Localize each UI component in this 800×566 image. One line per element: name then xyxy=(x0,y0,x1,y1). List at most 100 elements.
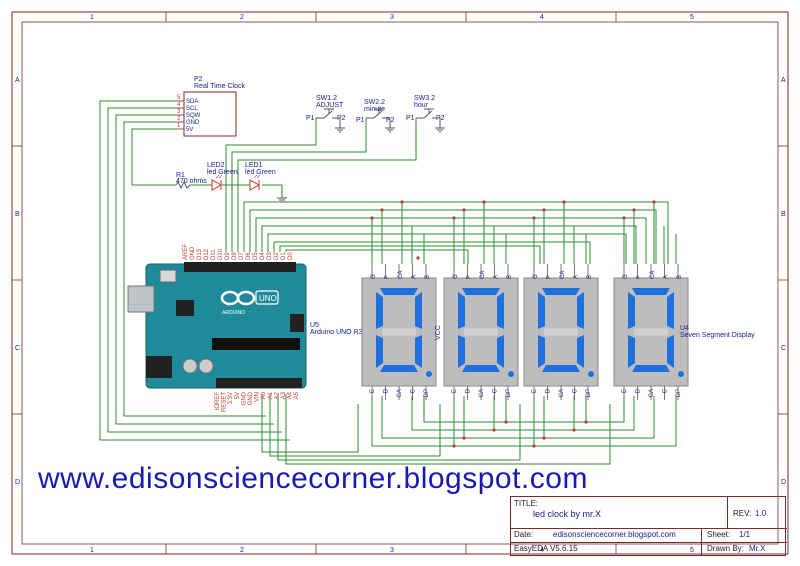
segment-a xyxy=(632,288,670,295)
drawn-value: Mr.X xyxy=(749,544,766,553)
arduino-pin-label: 5V xyxy=(235,392,241,399)
junctions xyxy=(370,200,656,448)
switch-pin-label: P2 xyxy=(337,115,346,122)
title-label: TITLE: xyxy=(514,499,539,508)
segment-e xyxy=(538,335,545,368)
rtc-ref: P2 xyxy=(194,76,203,83)
display-pin-label: CA xyxy=(650,271,656,279)
sheet-border-inner xyxy=(21,21,779,545)
reset-button xyxy=(159,269,177,283)
usb-port xyxy=(127,285,155,313)
display-pin-label: G xyxy=(453,274,459,279)
switch-sw3[interactable]: SW3.2 hour P1 P2 xyxy=(406,95,445,133)
display-pin-label: CA xyxy=(398,271,404,279)
rtc-pin-num: 4 xyxy=(177,102,181,108)
display-pin-label: B xyxy=(587,275,593,279)
switch-sw2[interactable]: SW2.2 minute P1 P2 xyxy=(356,99,395,133)
display-pin-label: CA xyxy=(649,389,655,397)
ground-icon xyxy=(385,127,395,133)
col-label: 1 xyxy=(90,14,94,21)
power-jack xyxy=(146,356,172,378)
arduino-pin-label: IOREF xyxy=(215,392,221,411)
row-label: C xyxy=(15,345,20,352)
segment-g xyxy=(544,328,578,336)
arduino-pin-label: D9 xyxy=(225,252,231,260)
segment-b xyxy=(497,292,504,329)
display-pin-label: C xyxy=(663,388,669,393)
arduino-pin-label: AREF xyxy=(183,244,189,260)
row-label: B xyxy=(15,211,20,218)
segment-g xyxy=(382,328,416,336)
segment-a xyxy=(542,288,580,295)
segment-e xyxy=(458,335,465,368)
segment-d xyxy=(462,365,500,372)
arduino-pin-label: A3 xyxy=(281,391,287,399)
rtc-module[interactable]: P2 Real Time Clock 5 SDA 4 SCL 3 SQW 2 G… xyxy=(176,76,245,137)
display-pin-label: A xyxy=(494,275,500,279)
display-pin-label: G xyxy=(371,274,377,279)
wires xyxy=(99,100,677,465)
rtc-pin-name: SDA xyxy=(186,99,198,105)
switch-pin-label: P1 xyxy=(306,115,315,122)
tool-name: EasyEDA V5.6.15 xyxy=(514,544,578,553)
led2[interactable]: LED2 led Green xyxy=(207,162,238,191)
website-banner: www.edisonsciencecorner.blogspot.com xyxy=(38,462,588,495)
segment-e xyxy=(376,335,383,368)
display-pin-label: F xyxy=(547,275,553,279)
led-name: led Green xyxy=(245,169,276,176)
arduino-pin-label: D11 xyxy=(211,249,217,260)
arduino-pin-label: VIN xyxy=(255,392,261,402)
arduino-pin-label: 3.3V xyxy=(228,392,234,404)
arduino-pin-label: D13 xyxy=(197,248,203,260)
display-vcc-label: VCC xyxy=(435,325,442,340)
display-pin-label: D xyxy=(466,388,472,393)
switch-pin-label: P1 xyxy=(356,117,365,124)
display-pin-label: DP xyxy=(586,389,592,397)
segment-f xyxy=(458,292,465,329)
switch-ref: SW3.2 xyxy=(414,95,435,102)
arduino-logo: UNO ARDUINO xyxy=(220,290,279,316)
arduino-pin-label: GND xyxy=(241,391,247,405)
rtc-pin-num: 1 xyxy=(177,123,181,129)
rtc-pin-name: SCL xyxy=(186,106,198,112)
segment-d xyxy=(542,365,580,372)
diode-icon xyxy=(249,179,261,191)
resistor-r1[interactable]: R1 470 ohms xyxy=(175,172,207,190)
segment-c xyxy=(497,335,504,368)
col-label: 1 xyxy=(90,547,94,554)
col-label: 5 xyxy=(690,14,694,21)
display-pin-label: E xyxy=(532,389,538,393)
decimal-point xyxy=(508,371,514,377)
display-pin-label: C xyxy=(573,388,579,393)
row-label: A xyxy=(781,77,786,84)
resistor-ref: R1 xyxy=(176,172,185,179)
display-pin-label: CA xyxy=(559,389,565,397)
switch-sw1[interactable]: SW1.2 ADJUST P1 P2 xyxy=(306,95,346,133)
display-pin-label: CA xyxy=(560,271,566,279)
display-pin-label: G xyxy=(623,274,629,279)
arduino-pin-label: D6 xyxy=(246,252,252,260)
led1[interactable]: LED1 led Green xyxy=(245,162,276,191)
arduino-name: Arduino UNO R3_real xyxy=(310,329,379,336)
segment-a xyxy=(462,288,500,295)
arduino-pin-label: D10 xyxy=(218,248,224,260)
switch-name: ADJUST xyxy=(316,102,344,109)
segment-b xyxy=(667,292,674,329)
display-pin-label: D xyxy=(636,388,642,393)
led-ref: LED1 xyxy=(245,162,263,169)
display-pin-label: C xyxy=(493,388,499,393)
decimal-point xyxy=(678,371,684,377)
sheet-border-outer xyxy=(11,11,789,555)
frame-labels: 1 2 3 4 5 1 2 3 4 5 A B C D A B C D xyxy=(15,14,786,554)
date-value: edisonsciencecorner.blogspot.com xyxy=(553,530,676,539)
display-pin-label: E xyxy=(370,389,376,393)
resistor-value: 470 ohms xyxy=(176,178,207,185)
segment-e xyxy=(628,335,635,368)
display-pin-label: E xyxy=(622,389,628,393)
arduino-pin-label: A0 xyxy=(261,391,267,399)
display-pin-label: D xyxy=(384,388,390,393)
segment-c xyxy=(577,335,584,368)
